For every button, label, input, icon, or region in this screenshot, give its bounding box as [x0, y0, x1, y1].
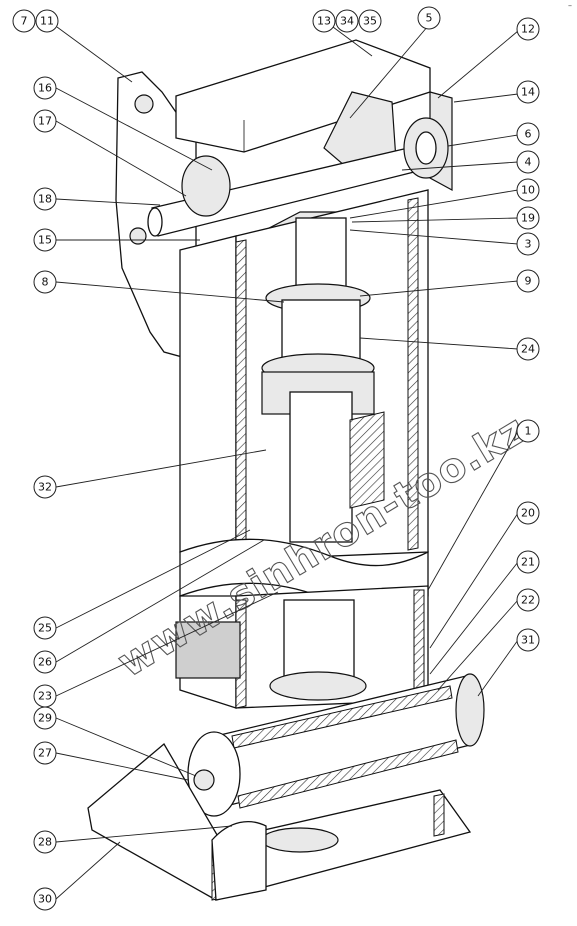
base-plate [87, 743, 472, 901]
base-wall-right [433, 793, 445, 837]
svg-text:16: 16 [38, 82, 52, 95]
svg-text:9: 9 [525, 275, 532, 288]
svg-text:10: 10 [521, 184, 535, 197]
callout-28: 28 [33, 830, 57, 854]
callout-1: 1 [516, 419, 540, 443]
piston-head [269, 671, 367, 701]
callout-30: 30 [33, 887, 57, 911]
svg-text:34: 34 [340, 15, 354, 28]
svg-text:14: 14 [521, 86, 535, 99]
callout-19: 19 [516, 206, 540, 230]
callout-23: 23 [33, 684, 57, 708]
svg-text:27: 27 [38, 747, 52, 760]
callout-5: 5 [417, 6, 441, 30]
callout-17: 17 [33, 109, 57, 133]
svg-text:28: 28 [38, 836, 52, 849]
mechanism-illustration [87, 39, 485, 901]
vertical-shaft-upper [295, 217, 347, 297]
svg-text:25: 25 [38, 622, 52, 635]
base-hole [261, 827, 339, 853]
svg-text:5: 5 [426, 12, 433, 25]
callout-16: 16 [33, 76, 57, 100]
tube-wall-bottom [237, 739, 459, 809]
svg-text:13: 13 [317, 15, 331, 28]
callout-10: 10 [516, 178, 540, 202]
callout-26: 26 [33, 650, 57, 674]
leader-lines [55, 25, 519, 900]
casing-outer [179, 235, 237, 561]
svg-text:17: 17 [38, 115, 52, 128]
callout-7: 7 [12, 9, 36, 33]
svg-text:32: 32 [38, 481, 52, 494]
svg-text:7: 7 [21, 15, 28, 28]
callout-13: 13 [312, 9, 336, 33]
bearing-left [181, 155, 231, 217]
callout-34: 34 [335, 9, 359, 33]
svg-text:30: 30 [38, 893, 52, 906]
callout-29: 29 [33, 706, 57, 730]
svg-text:19: 19 [521, 212, 535, 225]
callout-4: 4 [516, 150, 540, 174]
callouts: 7 11 13 34 35 5 12 14 16 6 17 4 18 10 19… [12, 6, 540, 911]
svg-text:31: 31 [521, 634, 535, 647]
svg-text:29: 29 [38, 712, 52, 725]
callout-20: 20 [516, 501, 540, 525]
callout-22: 22 [516, 588, 540, 612]
callout-15: 15 [33, 228, 57, 252]
callout-3: 3 [516, 232, 540, 256]
svg-text:12: 12 [521, 23, 535, 36]
callout-6: 6 [516, 122, 540, 146]
svg-text:35: 35 [363, 15, 377, 28]
pin-27 [193, 769, 215, 791]
base-support [211, 820, 267, 901]
screw-column-lower [283, 599, 355, 685]
callout-21: 21 [516, 550, 540, 574]
svg-text:18: 18 [38, 193, 52, 206]
callout-11: 11 [35, 9, 59, 33]
svg-text:6: 6 [525, 128, 532, 141]
top-right-mark: – [568, 1, 572, 10]
callout-31: 31 [516, 628, 540, 652]
callout-25: 25 [33, 616, 57, 640]
callout-9: 9 [516, 269, 540, 293]
svg-text:23: 23 [38, 690, 52, 703]
svg-text:22: 22 [521, 594, 535, 607]
screw-column [289, 391, 353, 543]
casing-wall-right [407, 197, 419, 551]
svg-text:15: 15 [38, 234, 52, 247]
callout-14: 14 [516, 80, 540, 104]
side-bracket [175, 621, 241, 679]
callout-24: 24 [516, 337, 540, 361]
tube-wall-top [231, 685, 453, 749]
tube-end-left [187, 731, 241, 817]
callout-32: 32 [33, 475, 57, 499]
nut-block [349, 411, 385, 509]
svg-text:11: 11 [40, 15, 54, 28]
svg-text:26: 26 [38, 656, 52, 669]
svg-text:3: 3 [525, 238, 532, 251]
callout-8: 8 [33, 270, 57, 294]
svg-text:8: 8 [42, 276, 49, 289]
callout-35: 35 [358, 9, 382, 33]
svg-text:20: 20 [521, 507, 535, 520]
plate-hole-top [134, 94, 154, 114]
plate-hole-bottom [129, 227, 147, 245]
svg-text:1: 1 [525, 425, 532, 438]
callout-18: 18 [33, 187, 57, 211]
svg-text:21: 21 [521, 556, 535, 569]
svg-text:24: 24 [521, 343, 535, 356]
callout-12: 12 [516, 17, 540, 41]
casing-wall-left [235, 239, 247, 559]
callout-27: 27 [33, 741, 57, 765]
tube-end-right [455, 673, 485, 747]
svg-text:4: 4 [525, 156, 532, 169]
